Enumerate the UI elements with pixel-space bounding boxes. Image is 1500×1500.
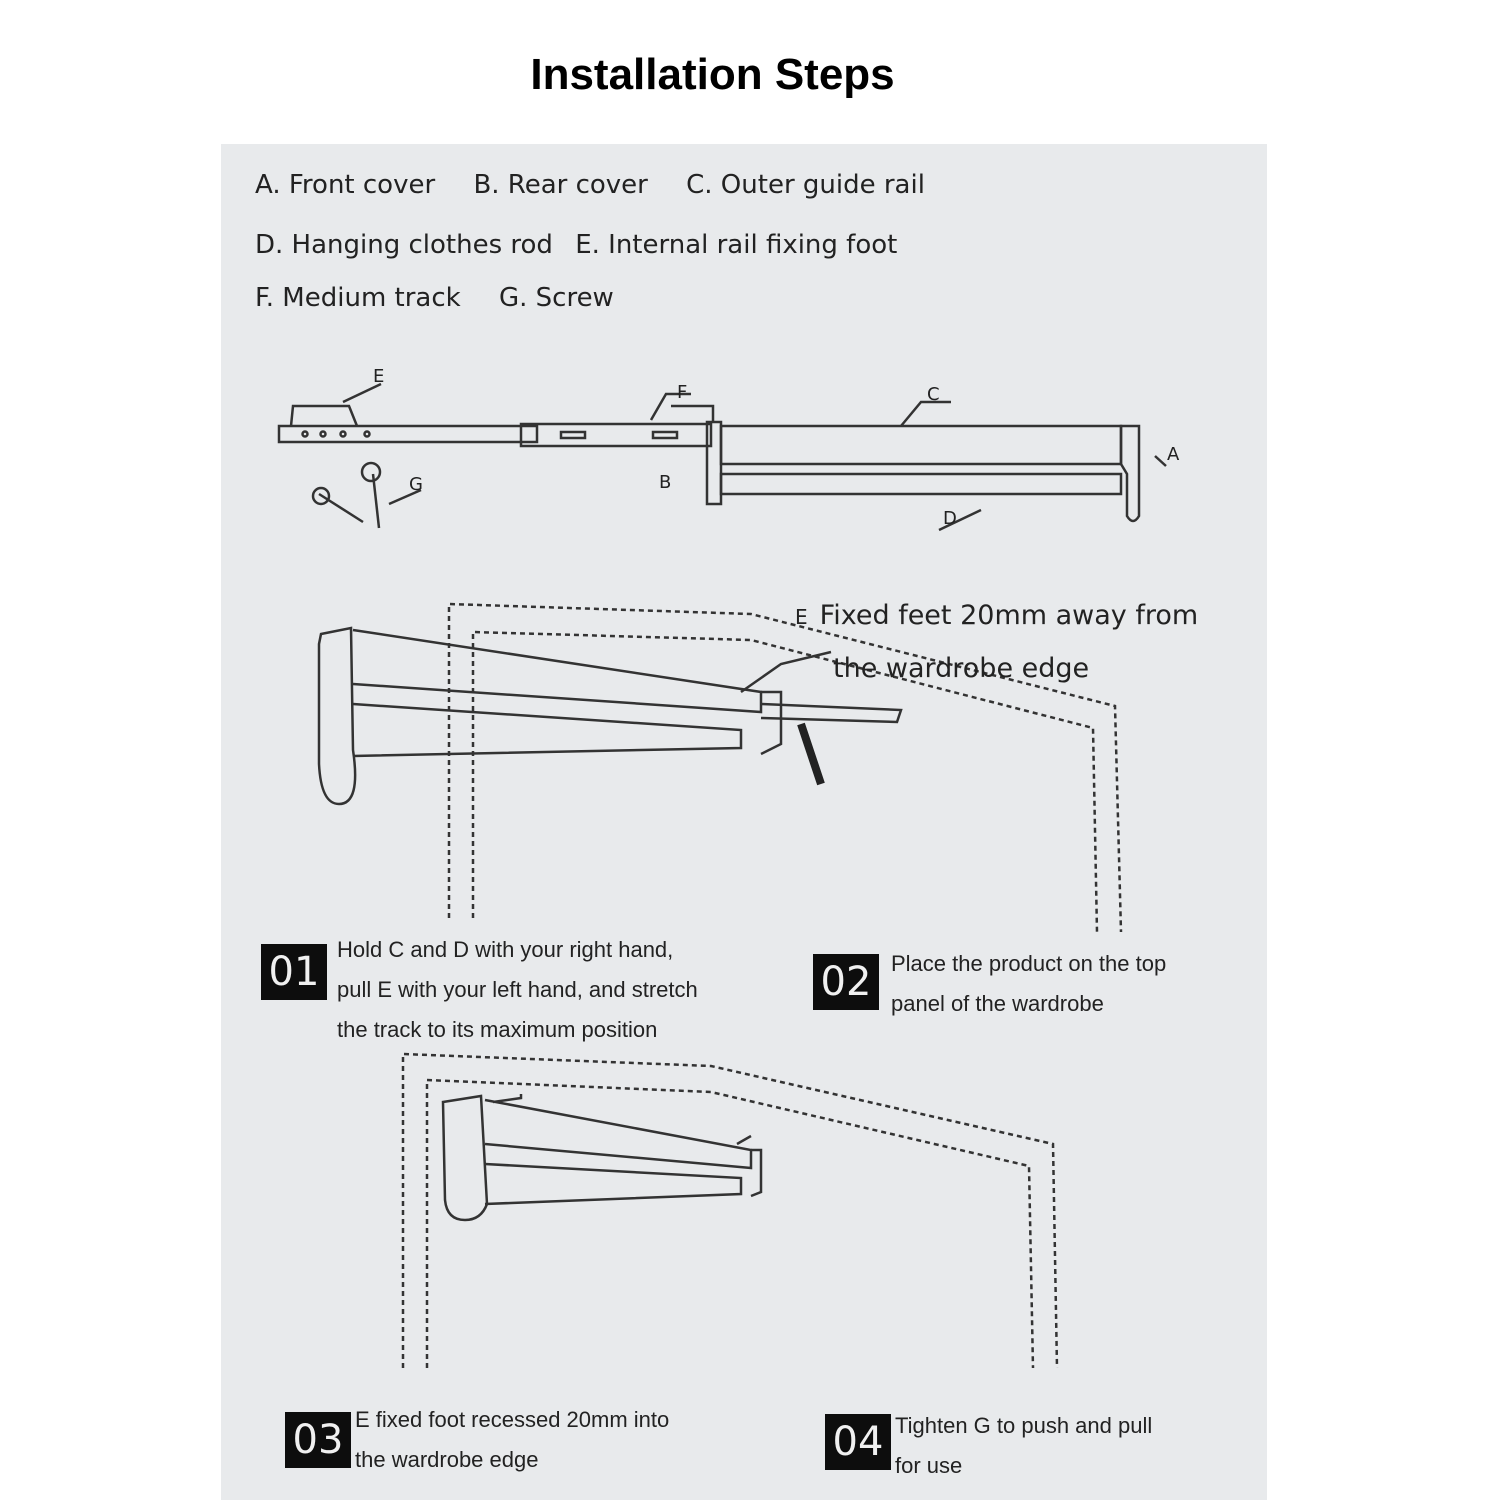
callout-b: B (659, 472, 672, 493)
fixed-feet-note-line-2: the wardrobe edge (833, 653, 1090, 684)
step-02-text: Place the product on the top panel of th… (891, 944, 1166, 1024)
part-g-label: G. Screw (498, 283, 614, 313)
step-01-line-3: the track to its maximum position (337, 1017, 658, 1042)
callout-f: F (677, 382, 688, 403)
step-02-line-2: panel of the wardrobe (891, 991, 1104, 1016)
callout-c: C (927, 384, 940, 405)
step-01-text: Hold C and D with your right hand, pull … (337, 930, 698, 1050)
callout-g: G (409, 474, 423, 495)
step-04-line-2: for use (895, 1453, 963, 1478)
step-03-badge: 03 (285, 1412, 351, 1468)
part-e-label: E. Internal rail fixing foot (575, 230, 898, 260)
step-04-line-1: Tighten G to push and pull (895, 1413, 1153, 1438)
page-title: Installation Steps (530, 50, 895, 99)
step-01-badge: 01 (261, 944, 327, 1000)
callout-d: D (943, 508, 957, 529)
part-d-label: D. Hanging clothes rod (255, 230, 553, 260)
instruction-sheet: A. Front cover B. Rear cover C. Outer gu… (221, 144, 1267, 1500)
parts-list-row-2: D. Hanging clothes rod E. Internal rail … (255, 230, 927, 260)
fixed-feet-note: E Fixed feet 20mm away from the wardrobe … (795, 590, 1198, 695)
part-c-label: C. Outer guide rail (686, 170, 925, 200)
step-02-line-1: Place the product on the top (891, 951, 1167, 976)
fixed-feet-note-marker: E (795, 605, 808, 629)
parts-list-row-3: F. Medium track G. Screw (255, 283, 644, 313)
part-f-label: F. Medium track (255, 283, 461, 313)
callout-e: E (373, 366, 385, 387)
step-03-line-2: the wardrobe edge (355, 1447, 539, 1472)
callout-a: A (1167, 444, 1180, 465)
step-04-badge: 04 (825, 1414, 891, 1470)
step-03-text: E fixed foot recessed 20mm into the ward… (355, 1400, 669, 1480)
installation-diagram (277, 382, 1167, 1369)
step-01-line-1: Hold C and D with your right hand, (337, 937, 674, 962)
exploded-rail-assembly (277, 382, 1167, 532)
fixed-feet-note-line-1: Fixed feet 20mm away from (819, 600, 1199, 631)
step-03-line-1: E fixed foot recessed 20mm into (355, 1407, 670, 1432)
step-02-badge: 02 (813, 954, 879, 1010)
parts-list-row-1: A. Front cover B. Rear cover C. Outer gu… (255, 170, 955, 200)
step-1-2-illustration (317, 602, 1123, 933)
part-a-label: A. Front cover (255, 170, 436, 200)
step-3-4-illustration (401, 1052, 1059, 1369)
step-04-text: Tighten G to push and pull for use (895, 1406, 1152, 1486)
part-b-label: B. Rear cover (473, 170, 648, 200)
step-01-line-2: pull E with your left hand, and stretch (337, 977, 698, 1002)
